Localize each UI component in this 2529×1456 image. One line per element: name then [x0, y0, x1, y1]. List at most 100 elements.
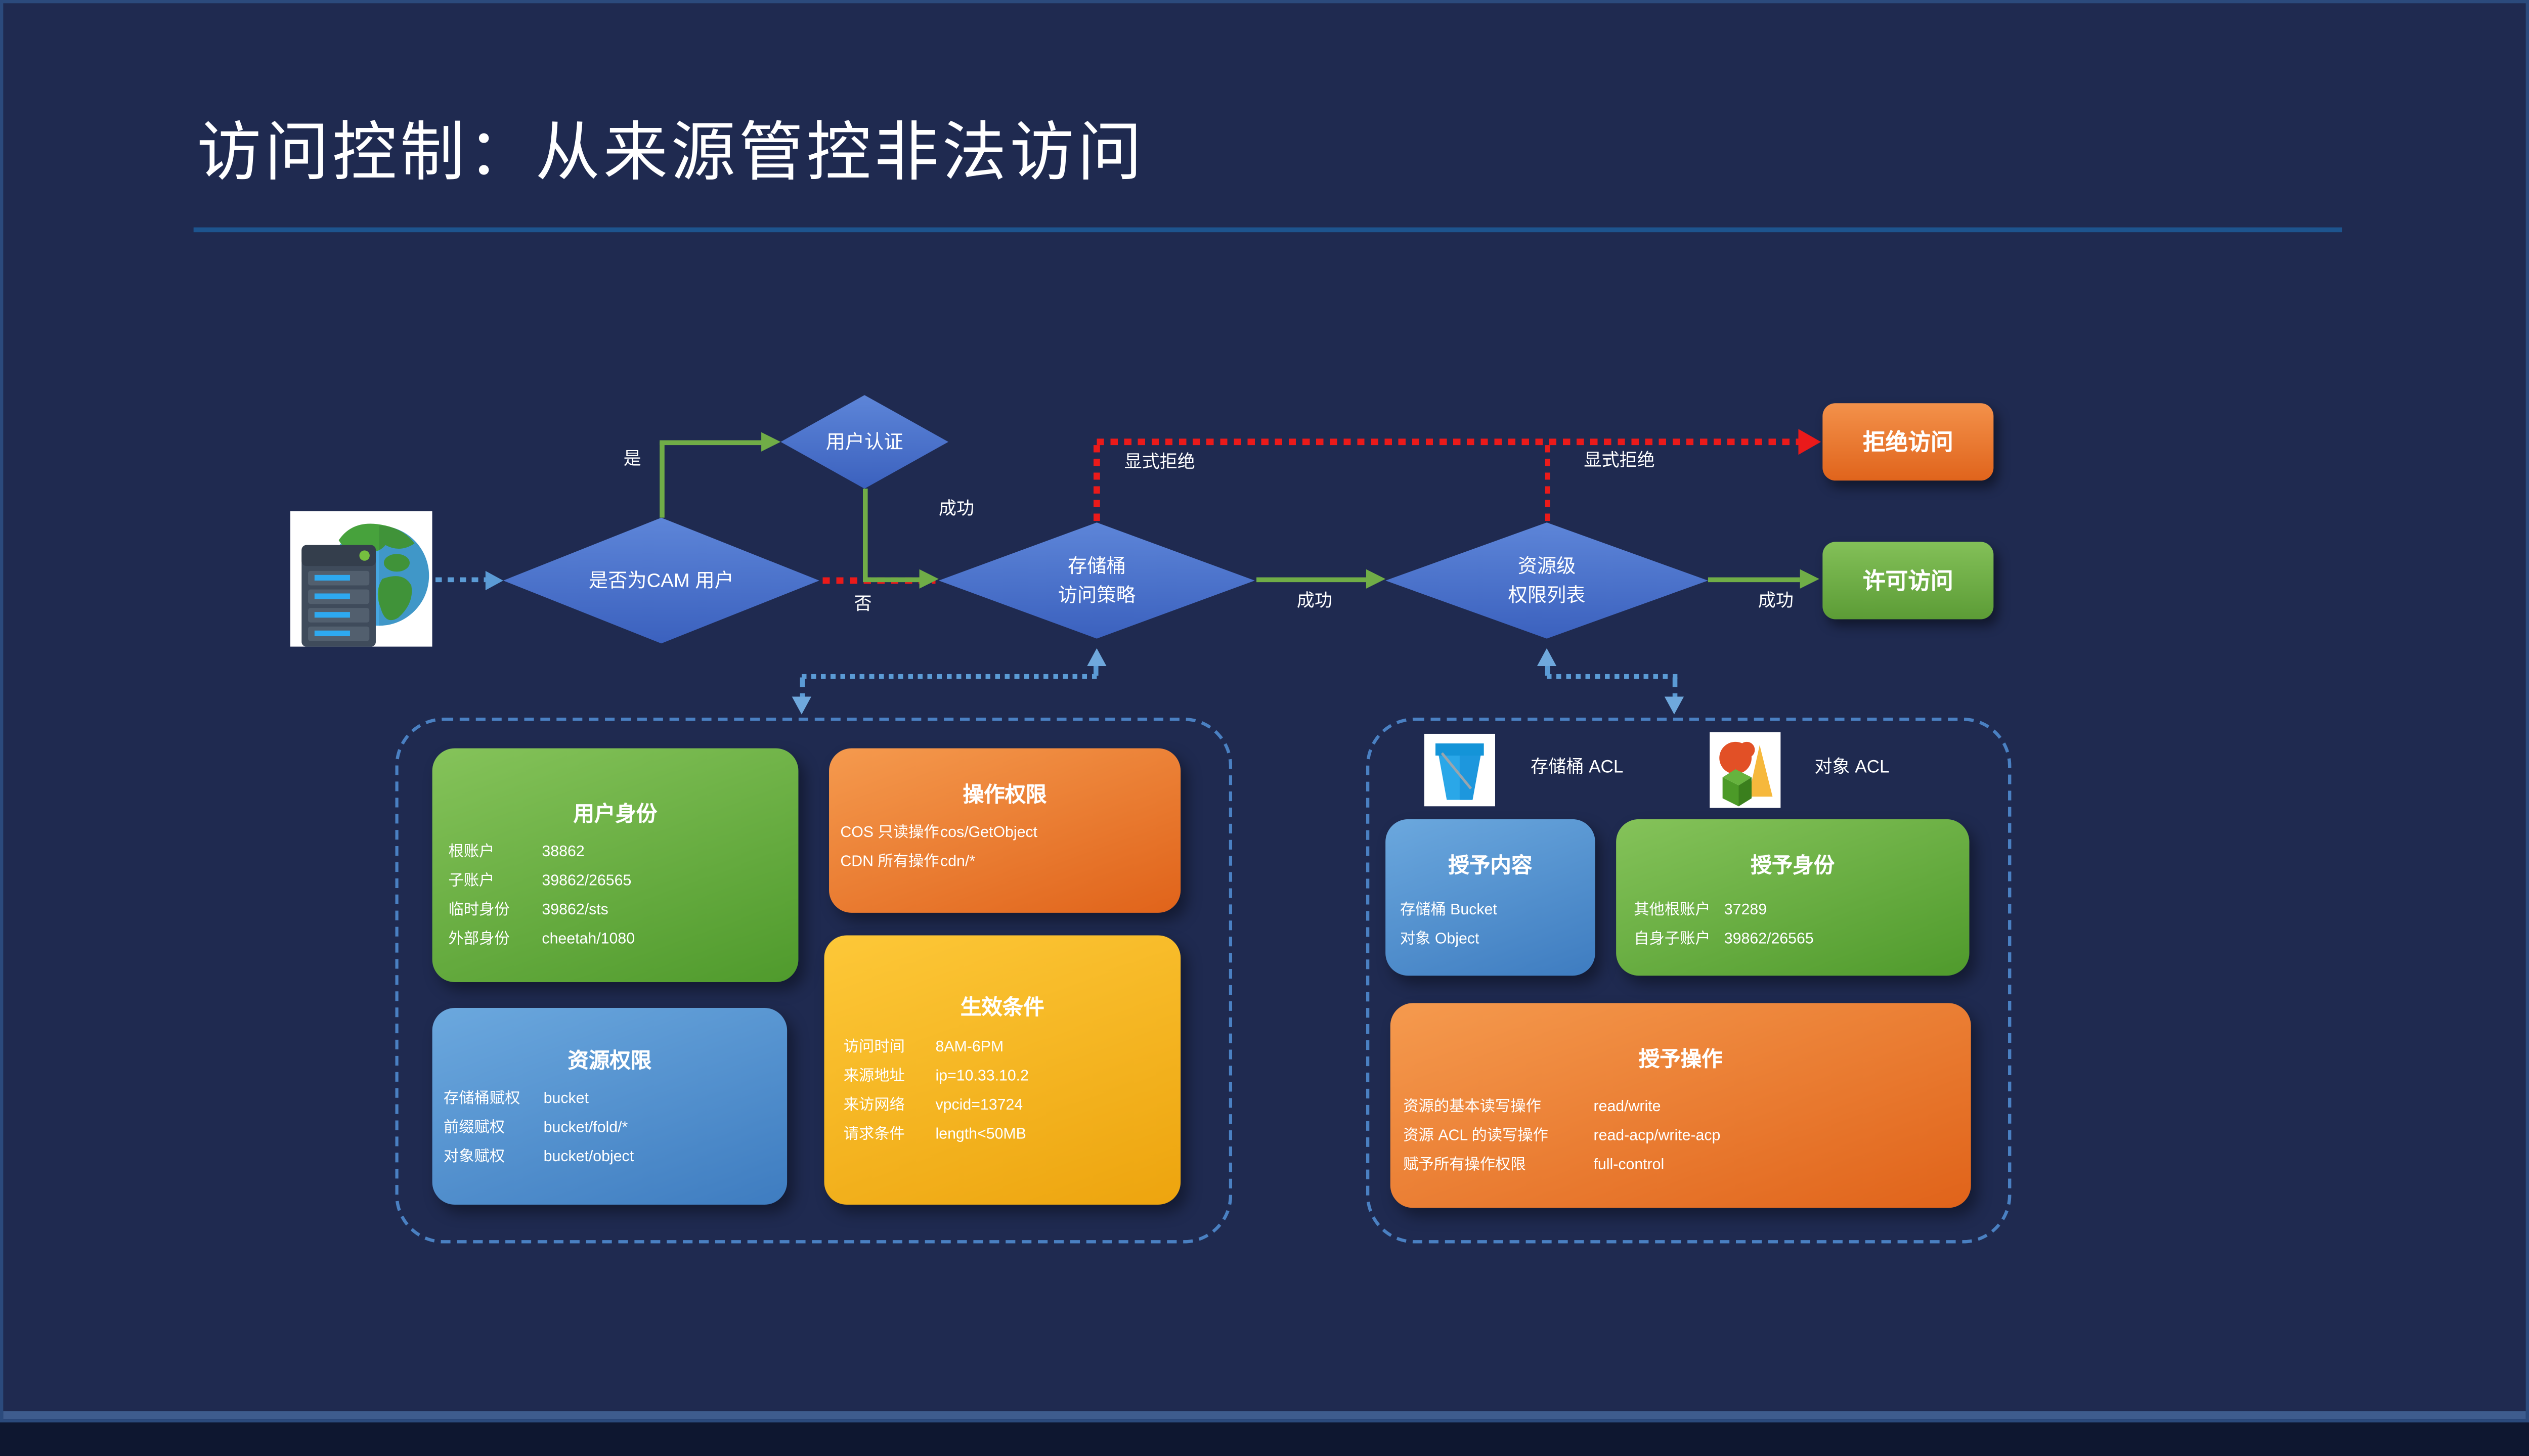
yes-arrow-head: [761, 431, 781, 451]
deny-arrow-head: [1798, 429, 1821, 455]
bucket-success-arrow-head: [1366, 569, 1386, 589]
row-value: length<50MB: [935, 1125, 1026, 1143]
decision-bucket-policy-line2: 访问策略: [1058, 584, 1136, 606]
row-label: 存储桶赋权: [443, 1090, 520, 1108]
row-value: 38862: [542, 843, 585, 861]
bucket-acl-label: 存储桶 ACL: [1531, 758, 1624, 777]
bucket-connector-v2: [799, 677, 804, 698]
row-value: cdn/*: [940, 853, 976, 871]
auth-success-horizontal: [862, 577, 921, 583]
row-value: ip=10.33.10.2: [935, 1067, 1029, 1085]
object-acl-icon: [1710, 732, 1781, 808]
title-divider: [193, 227, 2342, 233]
edge-label-success-resource: 成功: [1758, 592, 1794, 611]
deny-path-resource-vertical: [1544, 445, 1550, 523]
deny-path-horizontal: [1097, 438, 1800, 445]
resource-connector-down-arrow: [1664, 696, 1684, 715]
row-label: 资源 ACL 的读写操作: [1403, 1127, 1548, 1145]
row-label: 资源的基本读写操作: [1403, 1098, 1541, 1116]
row-label: 临时身份: [448, 901, 510, 919]
deny-access-label: 拒绝访问: [1863, 429, 1953, 455]
allow-access-label: 许可访问: [1863, 567, 1953, 594]
edge-label-yes: 是: [623, 450, 641, 469]
row-label: COS 只读操作: [840, 824, 939, 842]
row-label: 根账户: [448, 843, 495, 861]
decision-bucket-policy: 存储桶 访问策略: [938, 522, 1255, 639]
card-operation-permission-title: 操作权限: [963, 782, 1047, 807]
server-globe-icon: [290, 511, 432, 647]
card-grant-identity-title: 授予身份: [1751, 853, 1835, 877]
card-row: 存储桶 Bucket: [1385, 902, 1595, 920]
row-value: bucket/fold/*: [543, 1119, 628, 1137]
card-effective-condition-title: 生效条件: [960, 995, 1044, 1020]
card-row: 临时身份 39862/sts: [432, 901, 799, 919]
decision-resource-acl-line1: 资源级: [1517, 554, 1576, 578]
row-label: 存储桶 Bucket: [1400, 901, 1497, 919]
row-value: cos/GetObject: [940, 824, 1038, 842]
decision-user-auth: 用户认证: [780, 395, 948, 489]
row-label: 外部身份: [448, 930, 510, 948]
card-row: 资源的基本读写操作 read/write: [1390, 1098, 1971, 1117]
auth-success-arrow-head: [919, 569, 939, 589]
row-value: cheetah/1080: [542, 930, 635, 948]
card-row: 存储桶赋权 bucket: [432, 1090, 788, 1109]
policy-group-container: [395, 718, 1233, 1244]
slide-canvas: 访问控制：从来源管控非法访问: [0, 0, 2529, 1423]
card-grant-content-title: 授予内容: [1448, 853, 1533, 877]
card-row: 根账户 38862: [432, 844, 799, 862]
decision-bucket-policy-line1: 存储桶: [1067, 554, 1126, 578]
origin-arrow-line: [435, 577, 488, 583]
resource-connector-horizontal: [1547, 673, 1678, 678]
row-label: 来源地址: [843, 1067, 905, 1085]
card-row: 来源地址 ip=10.33.10.2: [824, 1068, 1181, 1086]
resource-connector-v1: [1544, 666, 1549, 676]
bucket-connector-up-arrow: [1086, 648, 1106, 666]
bucket-acl-icon: [1424, 733, 1495, 807]
resource-connector-v2: [1672, 677, 1678, 698]
yes-arrow-vertical: [659, 442, 664, 518]
bucket-connector-horizontal: [801, 673, 1097, 678]
deny-access-box: 拒绝访问: [1822, 403, 1994, 481]
decision-resource-acl: 资源级 权限列表: [1385, 522, 1708, 639]
page-title: 访问控制：从来源管控非法访问: [197, 117, 1146, 189]
row-value: 37289: [1724, 901, 1767, 919]
card-grant-content: 授予内容 存储桶 Bucket 对象 Object: [1385, 819, 1595, 976]
card-resource-permission-title: 资源权限: [568, 1048, 652, 1073]
resource-success-arrow-head: [1800, 569, 1819, 589]
row-label: 子账户: [448, 872, 495, 890]
auth-success-vertical: [862, 489, 867, 581]
row-value: bucket: [543, 1090, 589, 1108]
deny-path-bucket-vertical: [1093, 445, 1100, 523]
edge-label-success-auth: 成功: [938, 500, 975, 519]
card-row: 资源 ACL 的读写操作 read-acp/write-acp: [1390, 1127, 1971, 1145]
row-value: read/write: [1593, 1098, 1661, 1116]
decision-resource-acl-line2: 权限列表: [1508, 584, 1586, 606]
row-value: 8AM-6PM: [935, 1038, 1004, 1056]
allow-access-box: 许可访问: [1822, 542, 1994, 620]
bucket-success-line: [1256, 577, 1366, 583]
card-row: 其他根账户 37289: [1616, 902, 1969, 920]
row-label: 对象 Object: [1400, 930, 1479, 948]
row-value: 39862/sts: [542, 901, 608, 919]
resource-connector-up-arrow: [1536, 648, 1556, 666]
card-row: 外部身份 cheetah/1080: [432, 930, 799, 948]
bucket-connector-down-arrow: [791, 696, 811, 715]
decision-user-auth-label: 用户认证: [825, 430, 903, 454]
row-label: 其他根账户: [1634, 901, 1711, 919]
row-value: read-acp/write-acp: [1593, 1127, 1721, 1145]
slide-bottom-accent-bar: [3, 1411, 2526, 1420]
object-acl-label: 对象 ACL: [1814, 758, 1890, 777]
